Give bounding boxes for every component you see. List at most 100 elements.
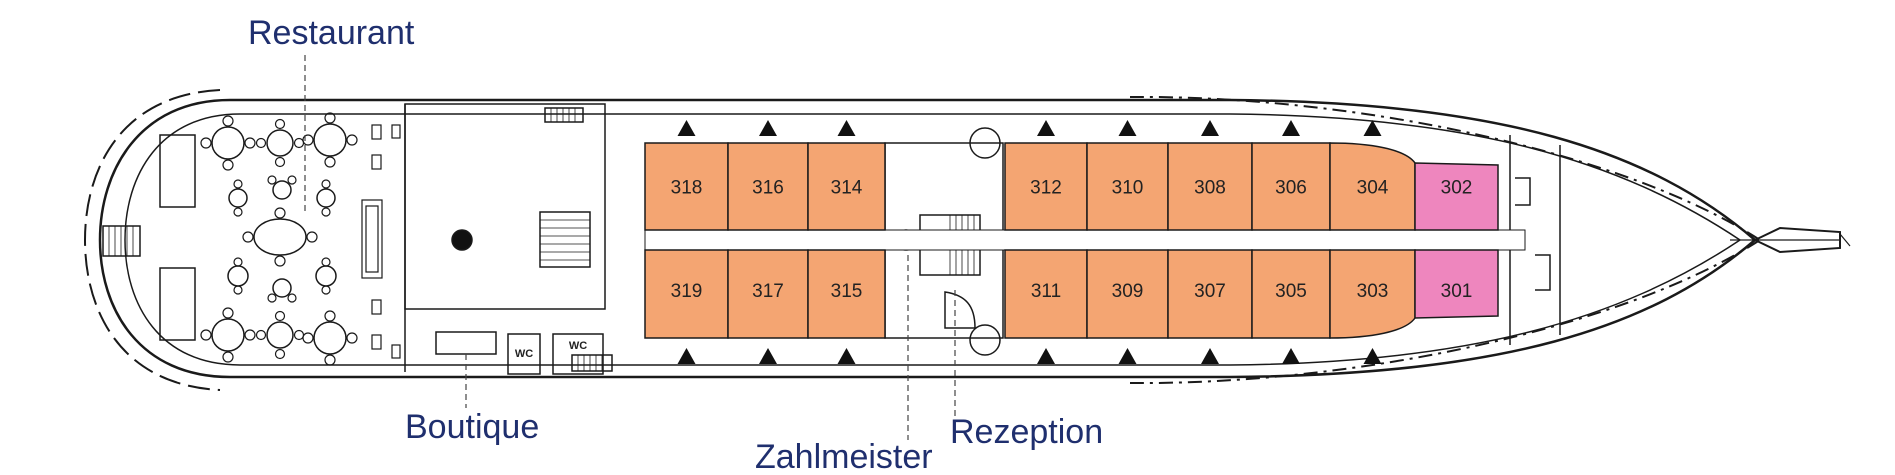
wc-room-1: [507, 333, 541, 375]
table-round: [266, 129, 294, 157]
window-marker-319: [677, 348, 696, 364]
cabin-number: 307: [1194, 281, 1226, 302]
wc-label-2: WC: [569, 340, 587, 352]
cabin-number: 317: [752, 281, 784, 302]
cabin-number: 310: [1112, 178, 1144, 199]
main-staircase: [539, 211, 591, 268]
hull-dash-top: [1129, 95, 1761, 241]
service-counter: [361, 199, 383, 279]
cabin-number: 305: [1275, 281, 1307, 302]
chairs: [200, 112, 358, 366]
cabin-309[interactable]: 309: [1086, 249, 1169, 339]
reception-desk: [944, 291, 976, 329]
booth-bottom: [159, 267, 196, 341]
cabin-number: 302: [1441, 178, 1473, 199]
cabin-312[interactable]: 312: [1004, 142, 1088, 231]
cabin-304[interactable]: 304: [1329, 142, 1416, 231]
boutique-label: Boutique: [405, 408, 539, 446]
door-arc-bottom: [969, 324, 1001, 356]
cabin-number: 312: [1030, 178, 1062, 199]
window-marker-316: [759, 120, 777, 136]
window-marker-305: [1282, 348, 1300, 364]
cabin-315[interactable]: 315: [807, 249, 886, 339]
cabin-shape: [807, 249, 886, 339]
cabin-number: 316: [752, 178, 784, 199]
rezeption-label: Rezeption: [950, 413, 1103, 451]
cabin-316[interactable]: 316: [727, 142, 809, 231]
stern-cross: [1839, 233, 1851, 247]
cabin-302[interactable]: 302: [1414, 162, 1499, 231]
table-round: [228, 188, 248, 208]
table-round: [272, 180, 292, 200]
window-marker-310: [1118, 120, 1137, 136]
cabin-310[interactable]: 310: [1086, 142, 1169, 231]
hull-outer-outline: [98, 98, 1757, 379]
hull-dash-bottom: [1129, 239, 1761, 385]
cabin-307[interactable]: 307: [1167, 249, 1253, 339]
boutique-counter: [435, 331, 497, 355]
window-marker-317: [759, 348, 777, 364]
buffet-counters: [361, 124, 401, 359]
table-round: [211, 126, 245, 160]
wc-label-1: WC: [515, 348, 533, 360]
lower-stairs: [571, 354, 613, 372]
top-stairs: [544, 107, 584, 123]
window-marker-303: [1363, 348, 1382, 364]
cabin-317[interactable]: 317: [727, 249, 809, 339]
window-marker-314: [837, 120, 856, 136]
cabin-shape: [1414, 162, 1499, 231]
cabin-number: 309: [1112, 281, 1144, 302]
cabin-number: 319: [671, 281, 703, 302]
window-marker-312: [1037, 120, 1055, 136]
window-marker-318: [677, 120, 696, 136]
table-oval: [253, 218, 307, 256]
cabins: 318 316 314 312 310 308 306 304 302 319 317 315 311 3…: [644, 142, 1499, 339]
cabin-303[interactable]: 303: [1329, 249, 1416, 339]
window-marker-304: [1363, 120, 1382, 136]
zahlmeister-label: Zahlmeister: [755, 438, 933, 475]
cabin-311[interactable]: 311: [1004, 249, 1088, 339]
cabin-318[interactable]: 318: [644, 142, 729, 231]
window-marker-306: [1282, 120, 1300, 136]
window-marker-307: [1201, 348, 1219, 364]
cabin-319[interactable]: 319: [644, 249, 729, 339]
table-round: [316, 188, 336, 208]
lobby-hall: [404, 103, 606, 310]
cabin-306[interactable]: 306: [1251, 142, 1331, 231]
entrance-stairs: [102, 225, 141, 257]
cabin-308[interactable]: 308: [1167, 142, 1253, 231]
table-round: [313, 123, 347, 157]
window-marker-315: [837, 348, 856, 364]
cabin-number: 318: [671, 178, 703, 199]
cabin-shape: [1414, 249, 1499, 319]
cabin-number: 306: [1275, 178, 1307, 199]
window-marker-311: [1037, 348, 1055, 364]
cabin-number: 314: [831, 178, 863, 199]
window-marker-308: [1201, 120, 1219, 136]
cabin-number: 311: [1031, 281, 1061, 302]
cabin-314[interactable]: 314: [807, 142, 886, 231]
aft-stairs-bottom: [1535, 254, 1551, 291]
booth-top: [159, 134, 196, 208]
cabin-number: 308: [1194, 178, 1226, 199]
cabin-305[interactable]: 305: [1251, 249, 1331, 339]
cabin-301[interactable]: 301: [1414, 249, 1499, 319]
table-round: [211, 318, 245, 352]
leader-lines: [304, 55, 956, 440]
wc-room-2: [552, 333, 604, 375]
table-round: [227, 265, 249, 287]
window-marker-309: [1118, 348, 1137, 364]
restaurant-area: [102, 104, 406, 372]
cabin-number: 315: [831, 281, 863, 302]
hull: [83, 89, 1851, 391]
restaurant-label: Restaurant: [248, 14, 415, 52]
hull-dash-bow: [83, 89, 221, 391]
cabin-number: 303: [1357, 281, 1389, 302]
door-arc-top: [969, 127, 1001, 159]
cabin-number: 304: [1357, 178, 1389, 199]
cabin-corridor: [644, 229, 1526, 251]
mast-front: [451, 229, 473, 251]
table-round: [266, 321, 294, 349]
cabin-shape: [807, 142, 886, 231]
